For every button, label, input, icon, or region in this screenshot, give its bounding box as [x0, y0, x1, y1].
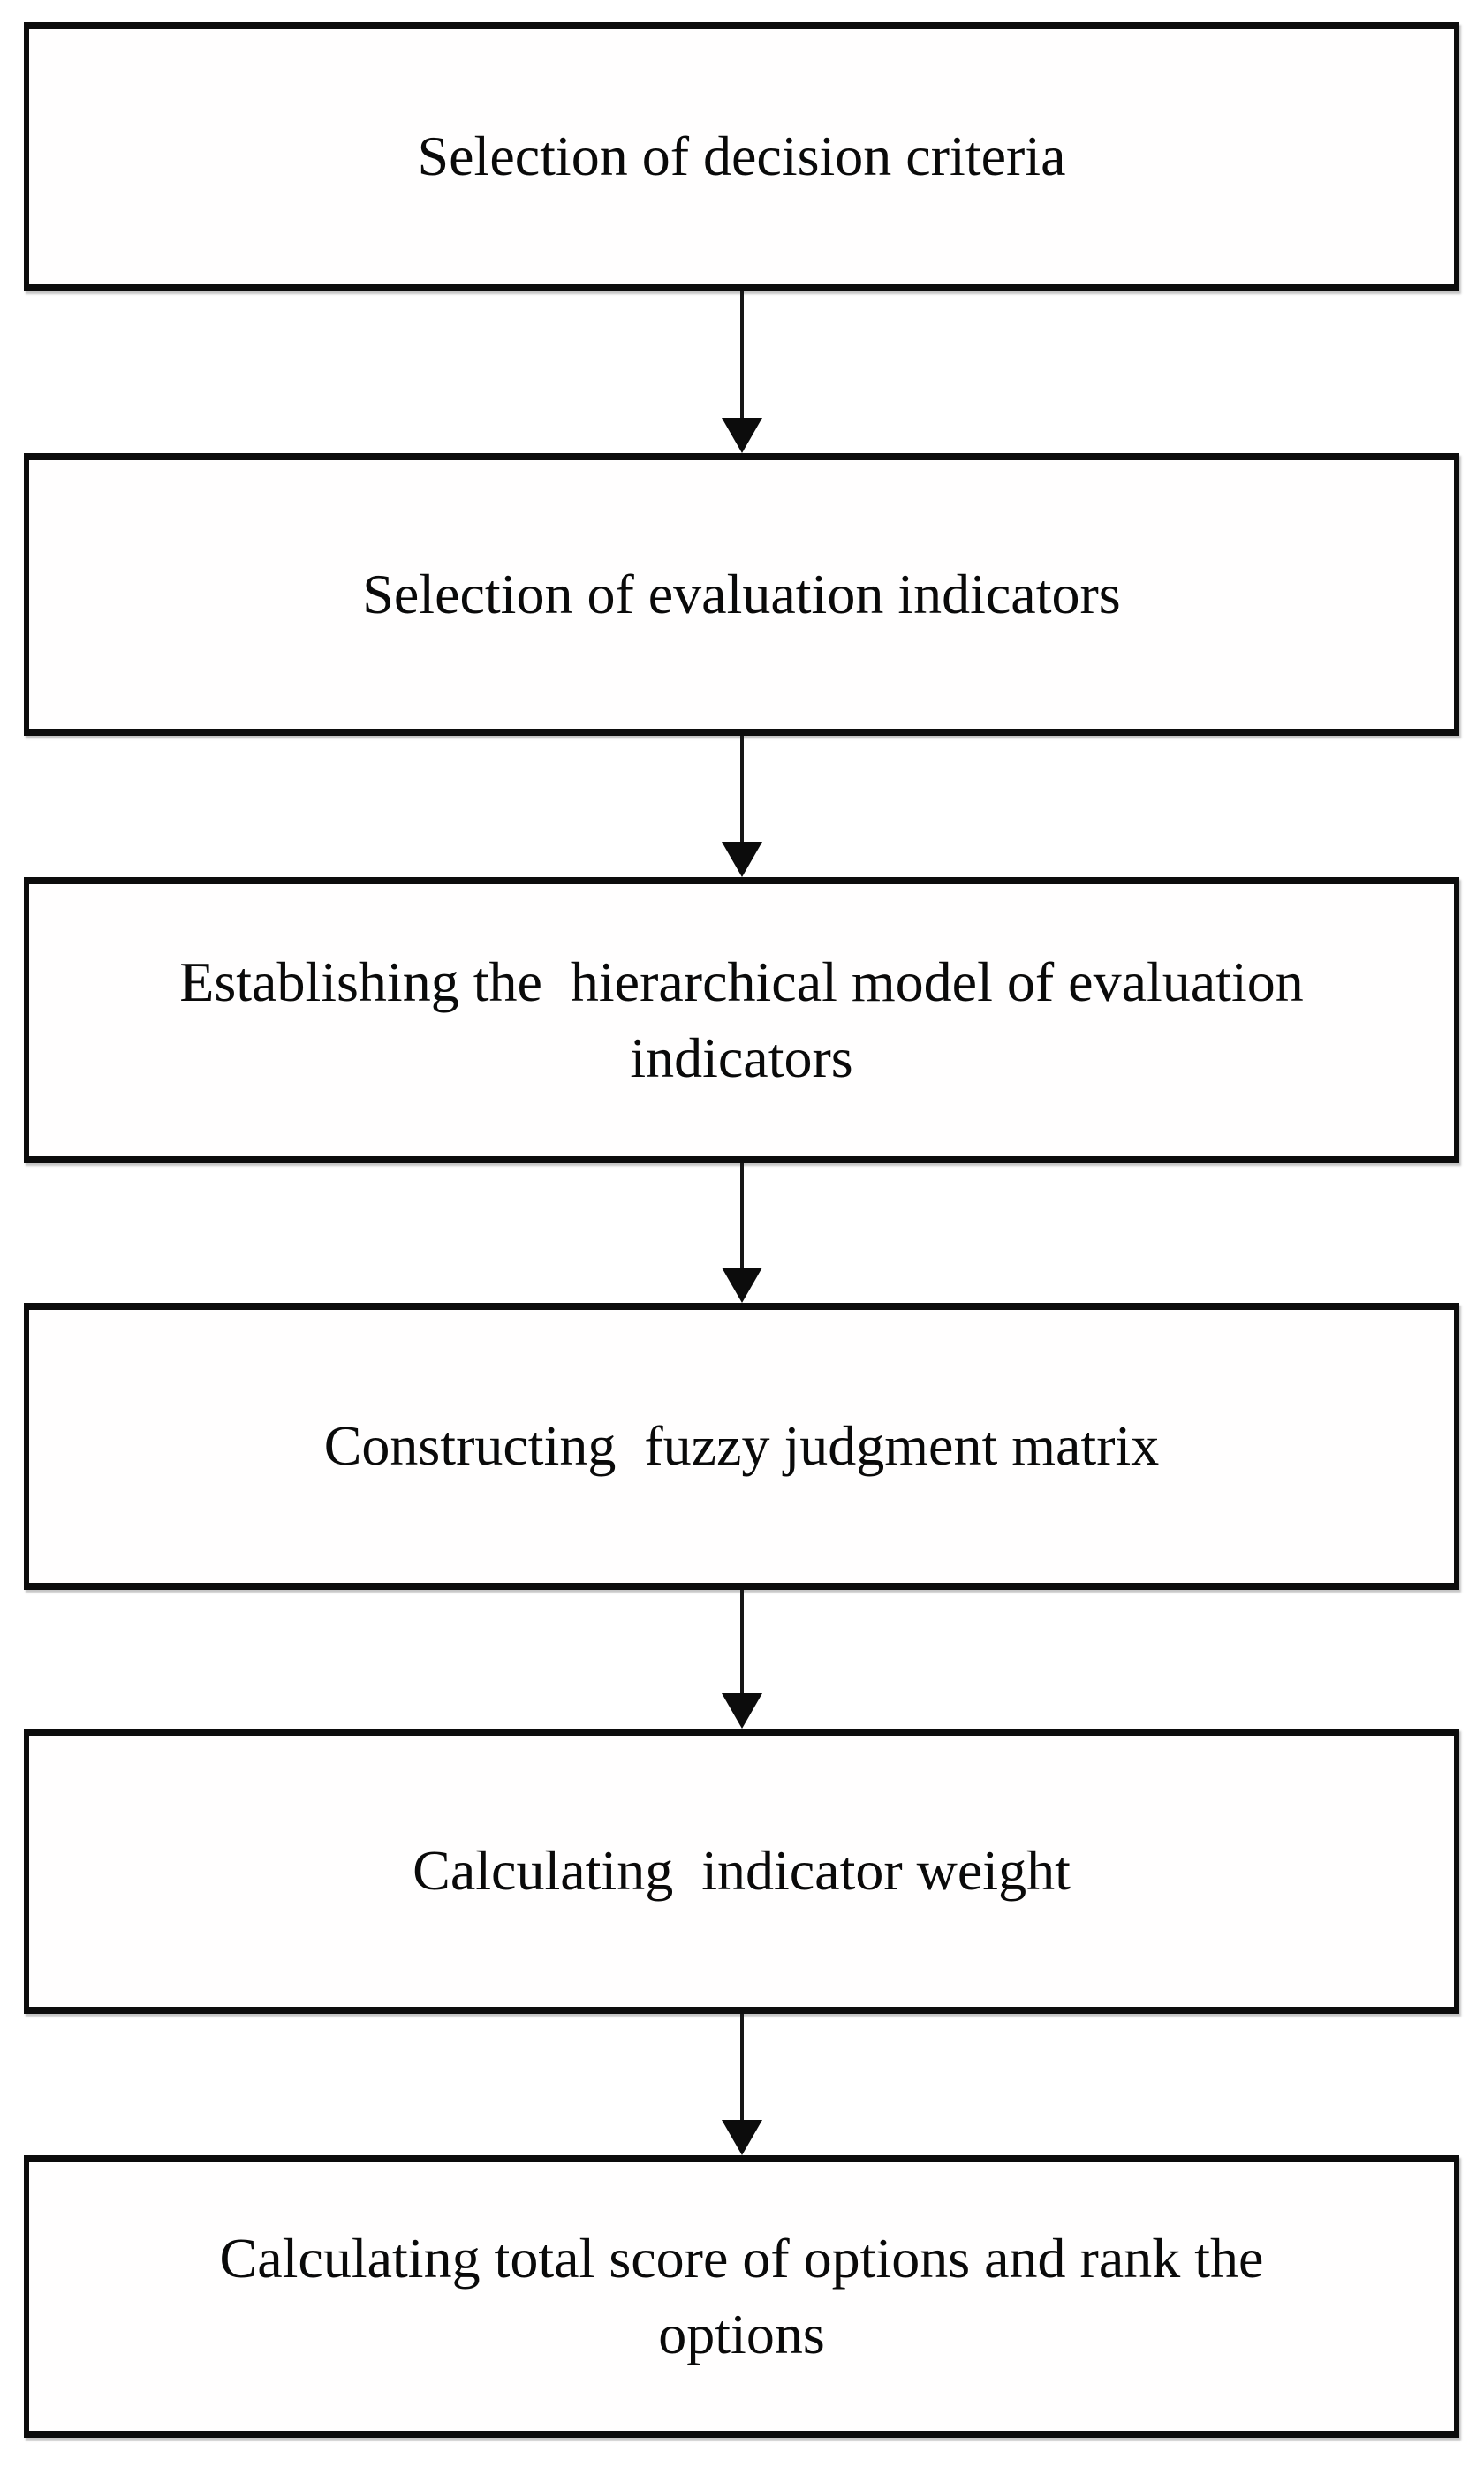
flow-step-calculating-total-score-and-rank: Calculating total score of options and r…: [24, 2155, 1459, 2438]
flow-step-label: Calculating indicator weight: [413, 1839, 1071, 1903]
flow-step-establishing-hierarchical-model: Establishing the hierarchical model of e…: [24, 877, 1459, 1163]
arrow-down-icon: [722, 842, 762, 877]
arrow-down-icon: [722, 1268, 762, 1303]
arrow-line: [740, 1590, 744, 1693]
flow-step-calculating-indicator-weight: Calculating indicator weight: [24, 1729, 1459, 2014]
flow-arrow: [722, 1163, 762, 1303]
flow-arrow: [722, 2014, 762, 2155]
arrow-line: [740, 736, 744, 842]
flow-step-label: Constructing fuzzy judgment matrix: [323, 1414, 1160, 1478]
arrow-line: [740, 291, 744, 418]
flow-step-label: Selection of decision criteria: [417, 125, 1066, 188]
flow-arrow: [722, 736, 762, 877]
flow-step-label: Selection of evaluation indicators: [362, 562, 1121, 625]
flow-step-label: Calculating total score of options and r…: [219, 2226, 1264, 2365]
flow-arrow: [722, 1590, 762, 1729]
flow-step-selection-of-evaluation-indicators: Selection of evaluation indicators: [24, 453, 1459, 736]
arrow-line: [740, 1163, 744, 1268]
flow-arrow: [722, 291, 762, 453]
flow-step-selection-of-decision-criteria: Selection of decision criteria: [24, 22, 1459, 291]
flow-step-constructing-fuzzy-judgment-matrix: Constructing fuzzy judgment matrix: [24, 1303, 1459, 1590]
arrow-down-icon: [722, 2120, 762, 2155]
arrow-down-icon: [722, 418, 762, 453]
arrow-down-icon: [722, 1693, 762, 1729]
arrow-line: [740, 2014, 744, 2120]
flow-step-label: Establishing the hierarchical model of e…: [179, 950, 1304, 1089]
